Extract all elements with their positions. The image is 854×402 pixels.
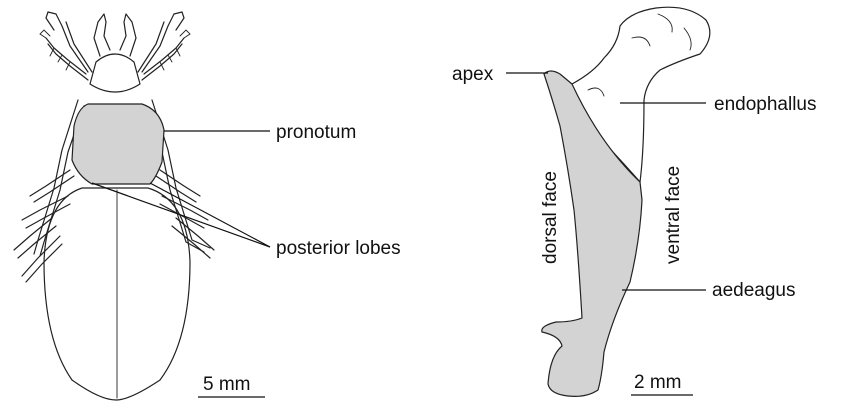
pronotum-label: pronotum: [276, 122, 356, 143]
beetle-head: [90, 14, 140, 92]
pronotum-shape: [72, 104, 164, 184]
apex-label: apex: [452, 64, 494, 85]
beetle-scale-label: 5 mm: [203, 374, 251, 395]
aedeagus-illustration: [542, 7, 710, 396]
ventral-face-label: ventral face: [663, 166, 684, 264]
beetle-illustration: [14, 12, 214, 400]
posterior-lobes-label: posterior lobes: [276, 238, 401, 259]
aedeagus-scale-label: 2 mm: [634, 372, 682, 393]
aedeagus-label: aedeagus: [712, 280, 795, 301]
dorsal-face-label: dorsal face: [540, 171, 561, 264]
endophallus-label: endophallus: [714, 94, 816, 115]
posterior-lobes-leader-line-right: [150, 183, 270, 247]
